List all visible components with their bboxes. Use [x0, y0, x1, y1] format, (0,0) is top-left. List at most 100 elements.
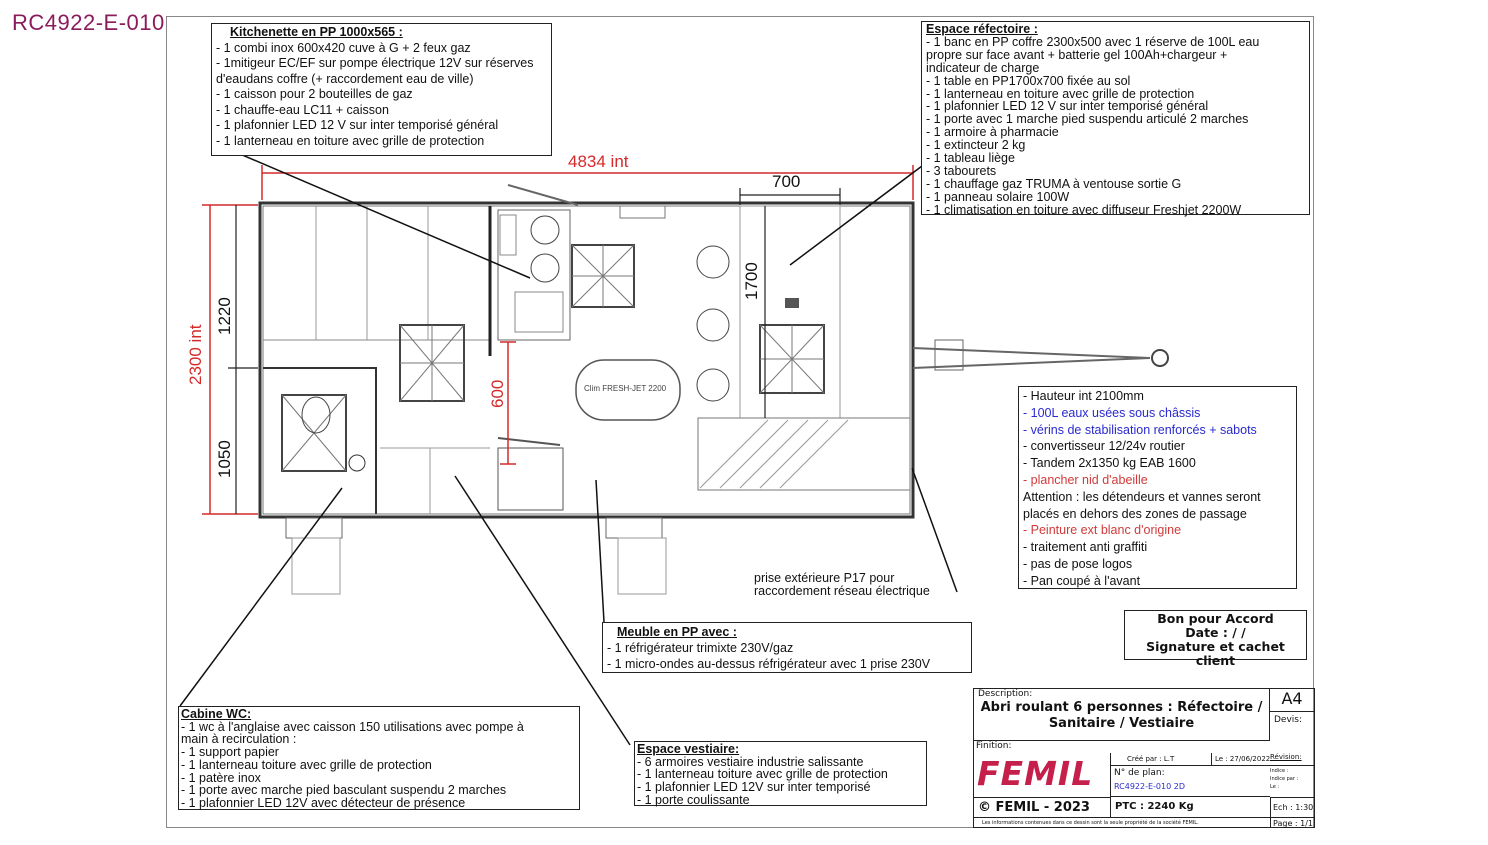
leader-prise: [911, 467, 958, 593]
cabine-wc-line: - 1 wc à l'anglaise avec caisson 150 uti…: [181, 719, 524, 734]
refectoire-line: - 3 tabourets: [926, 163, 997, 178]
scale: Ech : 1:30: [1270, 797, 1314, 817]
drawing-frame: [166, 16, 1314, 828]
meta-row: Créé par : L.T Le : 27/06/2022: [1110, 753, 1271, 766]
wc-partition: [263, 367, 377, 514]
finition-label: Finition:: [976, 741, 1012, 751]
option-line: - convertisseur 12/24v routier: [1023, 439, 1185, 454]
dim-1700: 1700: [742, 262, 761, 300]
vestiaire-line: - 1 plafonnier LED 12V sur inter tempori…: [637, 780, 871, 795]
option-line: - Pan coupé à l'avant: [1023, 573, 1141, 588]
leader-vestiaire: [454, 475, 631, 746]
option-line: - 100L eaux usées sous châssis: [1023, 405, 1201, 420]
format-cell: A4: [1270, 689, 1314, 712]
option-line: - pas de pose logos: [1023, 556, 1133, 571]
ptc: PTC : 2240 Kg: [1110, 797, 1270, 817]
indice-label: Indice :: [1270, 768, 1289, 774]
devis-label: Devis:: [1274, 715, 1303, 725]
kitchenette-line: - 1 caisson pour 2 bouteilles de gaz: [216, 87, 413, 101]
dim-1220: 1220: [215, 297, 234, 335]
refectoire-line: - 1 porte avec 1 marche pied suspendu ar…: [926, 112, 1249, 127]
meuble-line: - 1 micro-ondes au-dessus réfrigérateur …: [607, 657, 931, 671]
prise-label: prise extérieure P17 pour raccordement r…: [754, 572, 930, 598]
cabine-wc-line: - 1 patère inox: [181, 770, 261, 785]
approval-title: Bon pour Accord: [1157, 611, 1274, 626]
kitchenette-title: Kitchenette en PP 1000x565 :: [230, 25, 403, 39]
cabine-wc-line: - 1 porte avec marche pied basculant sus…: [181, 783, 507, 798]
indice-by: Indice par :: [1270, 776, 1299, 782]
created-by: Créé par : L.T: [1127, 755, 1175, 763]
dim-700: 700: [772, 172, 801, 191]
kitchenette-line: - 1 lanterneau en toiture avec grille de…: [216, 133, 485, 148]
refectoire-line: - 1 extincteur 2 kg: [926, 138, 1026, 153]
tow-bar: [912, 347, 1151, 359]
description-line: Abri roulant 6 personnes : Réfectoire /: [980, 700, 1263, 715]
clim-label: Clim FRESH-JET 2200: [584, 384, 667, 393]
option-line: - vérins de stabilisation renforcés + sa…: [1023, 422, 1257, 437]
refectoire-box: Espace réfectoire : - 1 banc en PP coffr…: [921, 21, 1310, 217]
refectoire-line: - 1 armoire à pharmacie: [926, 125, 1059, 140]
femil-logo: FEMIL: [977, 754, 1094, 793]
cabine-wc-line: - 1 lanterneau toiture avec grille de pr…: [181, 757, 432, 772]
option-line: - traitement anti graffiti: [1023, 540, 1148, 555]
prise-line: prise extérieure P17 pour: [754, 571, 895, 585]
leader-kitchenette: [211, 141, 531, 279]
vestiaire-line: - 1 porte coulissante: [637, 792, 750, 807]
dim-1050: 1050: [215, 440, 234, 478]
revision-label: Révision:: [1270, 753, 1314, 766]
dim-width: 2300 int: [186, 324, 205, 386]
copyright: © FEMIL - 2023: [974, 797, 1110, 817]
footer-note: Les informations contenues dans ce dessi…: [974, 817, 1270, 828]
kitchenette-line: - 1mitigeur EC/EF sur pompe électrique 1…: [216, 56, 534, 70]
refectoire-line: indicateur de charge: [926, 60, 1040, 75]
cabine-wc-line: - 1 support papier: [181, 745, 279, 760]
indice-cell: Indice : Indice par : Le :: [1270, 767, 1298, 791]
refectoire-line: - 1 banc en PP coffre 2300x500 avec 1 ré…: [926, 34, 1260, 49]
cabine-wc-line: - 1 plafonnier LED 12V avec détecteur de…: [181, 795, 466, 810]
refectoire-line: - 1 tableau liège: [926, 151, 1015, 166]
dim-600: 600: [488, 379, 507, 408]
vestiaire-line: - 6 armoires vestiaire industrie salissa…: [637, 754, 864, 769]
kitchenette-box: Kitchenette en PP 1000x565 : - 1 combi i…: [211, 23, 552, 156]
approval-date: Date : / /: [1185, 625, 1246, 640]
trailer-outline: [258, 201, 915, 519]
plan-number: RC4922-E-010 2D: [1114, 782, 1185, 791]
description-line: Sanitaire / Vestiaire: [1048, 716, 1195, 731]
option-line: - Peinture ext blanc d'origine: [1023, 523, 1182, 538]
approval-signature: Signature et cachet client: [1146, 639, 1285, 668]
leader-refectoire: [789, 159, 931, 266]
plan-cell: N° de plan: RC4922-E-010 2D: [1110, 765, 1270, 797]
option-line: Attention : les détendeurs et vannes ser…: [1023, 489, 1261, 504]
cabine-wc-line: main à recirculation :: [181, 732, 297, 747]
vestiaire-title: Espace vestiaire:: [637, 742, 740, 756]
vestiaire-box: Espace vestiaire: - 6 armoires vestiaire…: [634, 741, 927, 806]
reference-code: RC4922-E-010: [12, 10, 165, 35]
kitchenette-line: - 1 chauffe-eau LC11 + caisson: [216, 102, 389, 117]
description-label: Description:: [978, 689, 1033, 699]
option-line: placés en dehors des zones de passage: [1023, 506, 1247, 521]
refectoire-line: - 1 table en PP1700x700 fixée au sol: [926, 73, 1131, 88]
refectoire-title: Espace réfectoire :: [926, 22, 1038, 36]
options-box: - Hauteur int 2100mm - 100L eaux usées s…: [1018, 386, 1297, 589]
prise-line: raccordement réseau électrique: [754, 584, 930, 598]
option-line: - plancher nid d'abeille: [1023, 472, 1148, 487]
refectoire-line: - 1 lanterneau en toiture avec grille de…: [926, 86, 1195, 101]
cabine-wc-box: Cabine WC: - 1 wc à l'anglaise avec cais…: [178, 706, 580, 810]
kitchenette-line: d'eaudans coffre (+ raccordement eau de …: [216, 71, 474, 86]
option-line: - Hauteur int 2100mm: [1023, 389, 1144, 403]
title-block: Description: Abri roulant 6 personnes : …: [973, 688, 1315, 828]
meuble-box: Meuble en PP avec : - 1 réfrigérateur tr…: [602, 622, 972, 673]
leader-wc: [179, 487, 343, 707]
leader-meuble: [595, 479, 605, 623]
dim-length: 4834 int: [568, 152, 629, 171]
option-line: - Tandem 2x1350 kg EAB 1600: [1023, 456, 1196, 471]
clim-diffuser: [575, 359, 681, 421]
vestiaire-line: - 1 lanterneau toiture avec grille de pr…: [637, 767, 888, 782]
refectoire-line: - 1 chauffage gaz TRUMA à ventouse sorti…: [926, 176, 1182, 191]
meuble-line: - 1 réfrigérateur trimixte 230V/gaz: [607, 641, 794, 655]
refectoire-line: - 1 climatisation en toiture avec diffus…: [926, 202, 1242, 217]
refectoire-line: - 1 panneau solaire 100W: [926, 189, 1070, 204]
created-date: Le : 27/06/2022: [1211, 753, 1270, 765]
meuble-title: Meuble en PP avec :: [617, 625, 737, 639]
